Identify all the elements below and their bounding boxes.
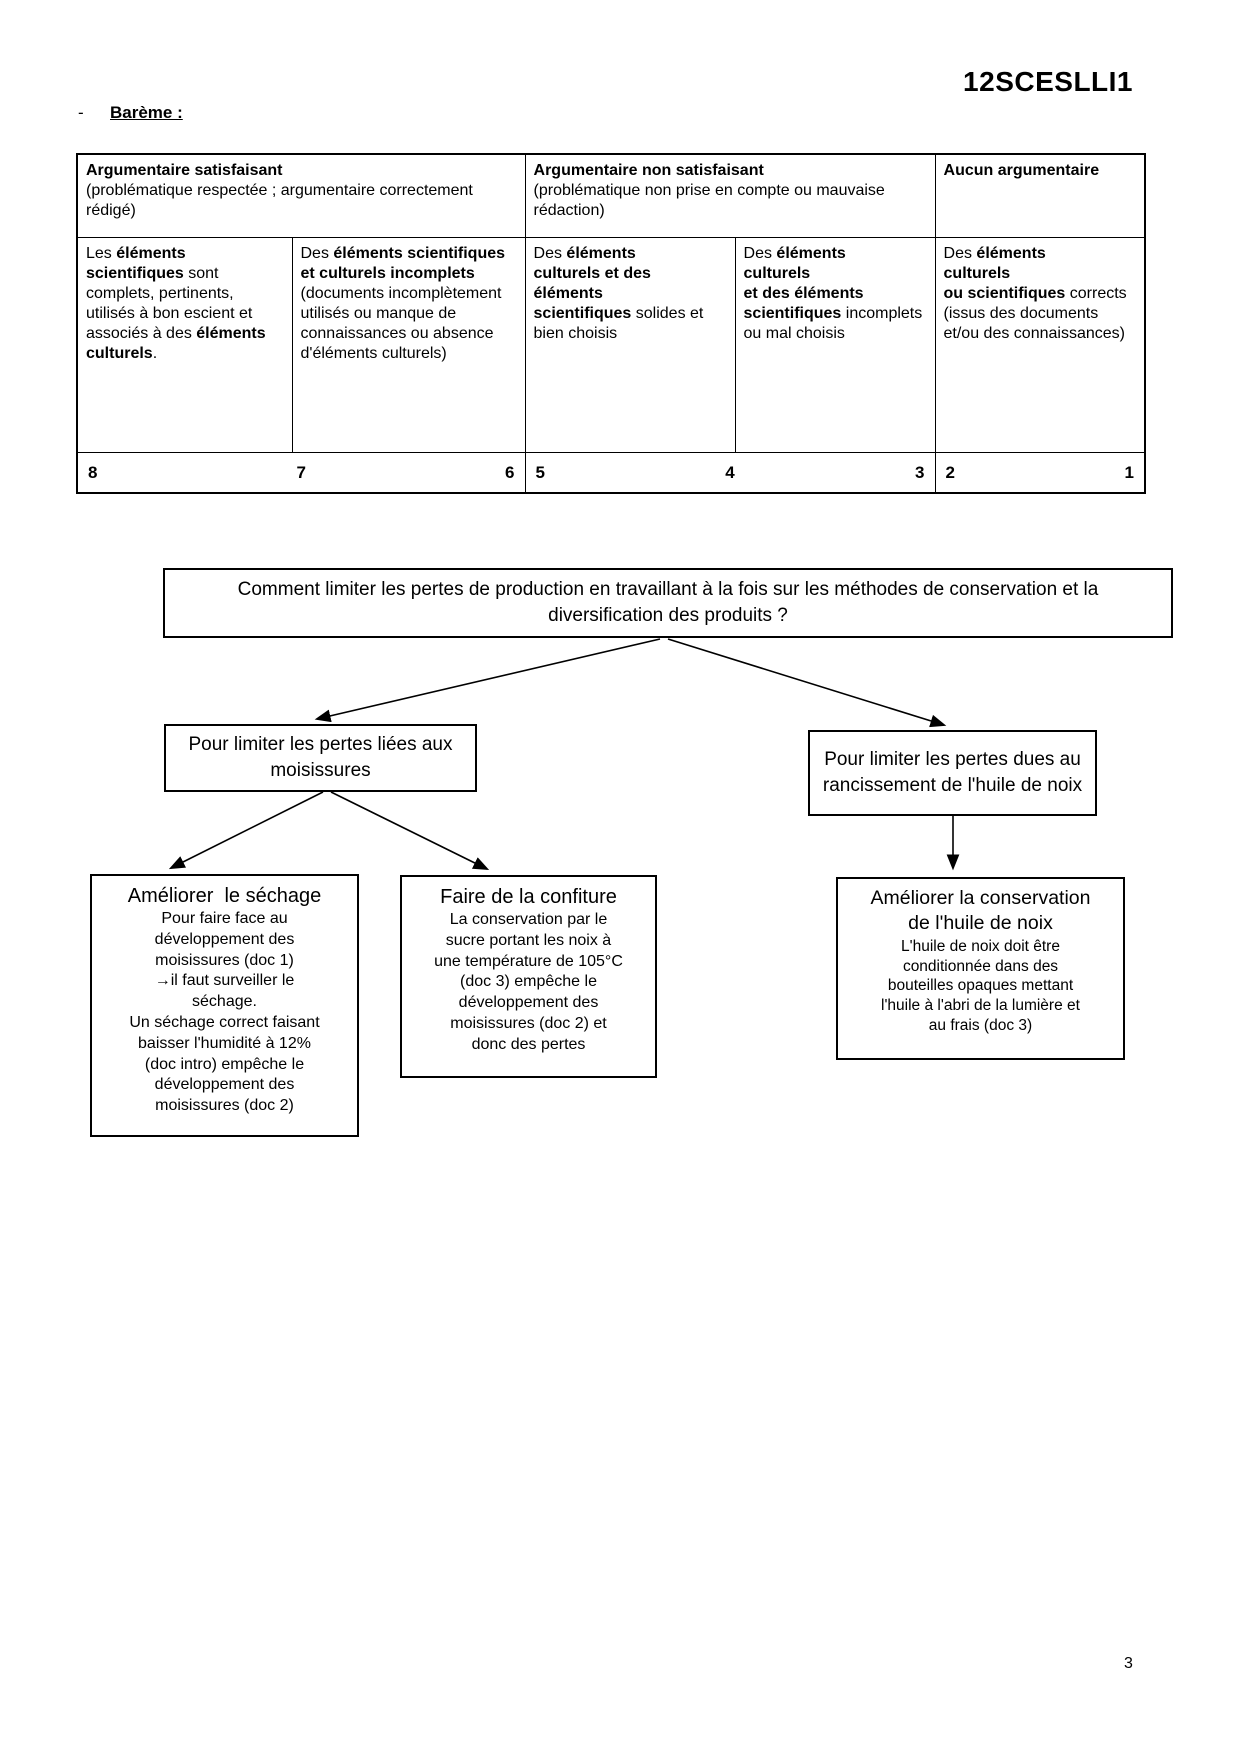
score-value: 4: [725, 462, 735, 482]
table-header-row: Argumentaire satisfaisant (problématique…: [76, 153, 1146, 238]
header-cell-argumentaire-non-satisfaisant: Argumentaire non satisfaisant (problémat…: [524, 153, 936, 238]
criteria-cell-4: Des éléments culturels et des éléments s…: [734, 236, 936, 453]
arrow-question-to-rancissement: [667, 638, 947, 728]
flowchart-leaf-confiture: Faire de la confiture La conservation pa…: [400, 875, 657, 1078]
document-code: 12SCESLLI1: [963, 66, 1133, 97]
leaf-body-huile: L'huile de noix doit être conditionnée d…: [881, 937, 1080, 1034]
table-score-row: 8 7 6 5 4 3 2 1: [76, 451, 1146, 494]
score-value: 8: [88, 462, 98, 482]
header-cell-aucun-argumentaire: Aucun argumentaire: [934, 153, 1146, 238]
flowchart-leaf-huile: Améliorer la conservation de l'huile de …: [836, 877, 1125, 1060]
criteria-cell-3: Des éléments culturels et des éléments s…: [524, 236, 736, 453]
flowchart-arrows: [168, 638, 960, 871]
score-value: 5: [535, 462, 545, 482]
leaf-body-sechage: Pour faire face au développement des moi…: [129, 910, 320, 1115]
leaf-title-confiture: Faire de la confiture: [440, 886, 617, 908]
score-cell-aucun: 2 1: [934, 451, 1146, 494]
score-value: 2: [945, 462, 955, 482]
score-value: 6: [505, 462, 515, 482]
table-criteria-row: Les éléments scientifiques sont complets…: [76, 236, 1146, 453]
page-number: 3: [1124, 1655, 1133, 1672]
score-value: 7: [296, 462, 306, 482]
flowchart: Comment limiter les pertes de production…: [0, 540, 1240, 1200]
header-cell-argumentaire-satisfaisant: Argumentaire satisfaisant (problématique…: [76, 153, 526, 238]
flowchart-branch-moisissures: Pour limiter les pertes liées aux moisis…: [164, 724, 477, 792]
leaf-title-sechage: Améliorer le séchage: [127, 885, 322, 907]
criteria-cell-5: Des éléments culturels ou scientifiques …: [934, 236, 1146, 453]
flowchart-branch-rancissement: Pour limiter les pertes dues au rancisse…: [808, 730, 1097, 816]
arrow-moisissures-to-sechage: [168, 791, 324, 870]
score-value: 1: [1124, 462, 1135, 482]
score-value: 3: [915, 462, 925, 482]
leaf-title-huile: Améliorer la conservation de l'huile de …: [870, 887, 1091, 935]
arrow-question-to-moisissures: [314, 638, 661, 723]
list-dash: -: [78, 103, 84, 122]
score-cell-satisfaisant: 8 7 6: [76, 451, 526, 494]
score-cell-non-satisfaisant: 5 4 3: [524, 451, 936, 494]
criteria-cell-1: Les éléments scientifiques sont complets…: [76, 236, 293, 453]
criteria-cell-2: Des éléments scientifiques et culturels …: [291, 236, 526, 453]
section-title-bareme: Barème :: [110, 103, 183, 122]
flowchart-question-box: Comment limiter les pertes de production…: [163, 568, 1173, 638]
leaf-body-confiture: La conservation par le sucre portant les…: [434, 911, 623, 1053]
arrow-moisissures-to-confiture: [330, 791, 490, 871]
bareme-table: Argumentaire satisfaisant (problématique…: [76, 153, 1147, 494]
flowchart-leaf-sechage: Améliorer le séchage Pour faire face au …: [90, 874, 359, 1137]
